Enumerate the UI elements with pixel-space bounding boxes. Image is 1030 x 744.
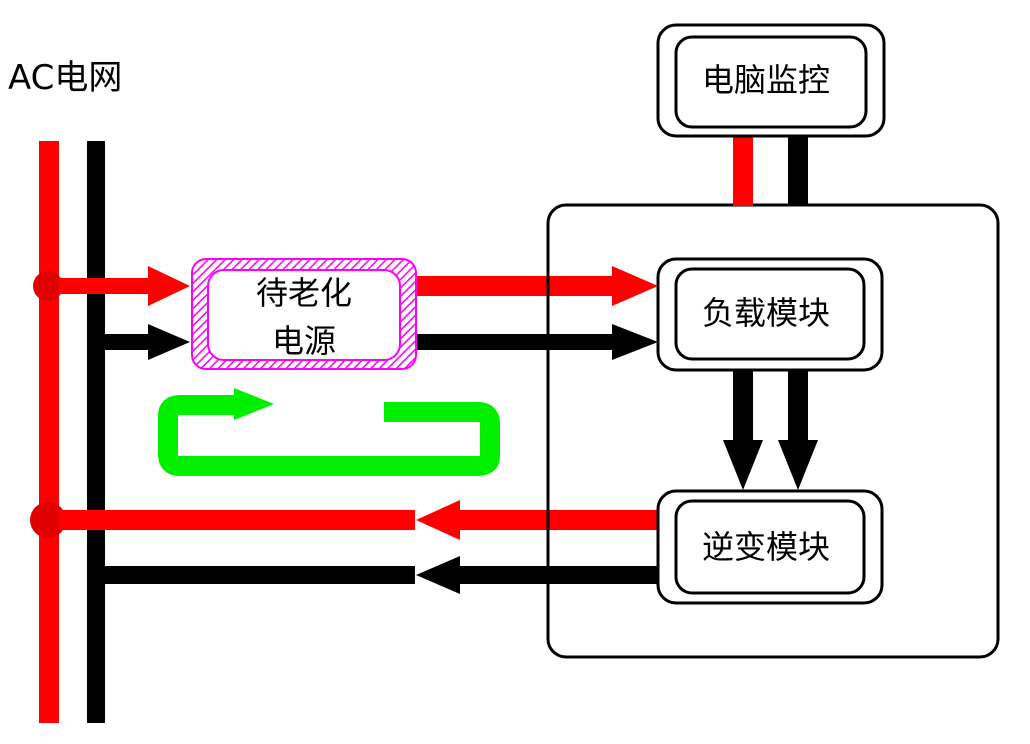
load-module-label: 负载模块 xyxy=(702,294,830,332)
grid-neutral-bus xyxy=(87,141,105,723)
load-module-block: 负载模块 xyxy=(656,257,884,372)
psu-label-line2: 电源 xyxy=(272,322,336,360)
psu-label-line1: 待老化 xyxy=(256,274,352,312)
monitor-link-live xyxy=(733,136,753,206)
grid-live-bus xyxy=(39,141,59,723)
psu-to-load-live-arrow xyxy=(416,266,658,306)
inverter-to-grid-neutral-arrow xyxy=(416,556,658,594)
energy-loop-path xyxy=(158,395,500,476)
psu-under-test-block: 待老化 电源 xyxy=(191,258,417,370)
grid-to-psu-neutral-arrow xyxy=(105,324,190,360)
inverter-to-grid-live-arrow xyxy=(416,500,658,540)
load-to-inverter-arrow-2 xyxy=(778,370,818,490)
psu-to-load-neutral-arrow xyxy=(416,324,658,360)
energy-loop-arrowhead xyxy=(234,388,274,420)
monitor-label: 电脑监控 xyxy=(702,61,830,99)
load-to-inverter-arrow-1 xyxy=(723,370,763,490)
grid-junction-top xyxy=(33,271,63,301)
monitor-link-neutral xyxy=(788,136,808,206)
return-live-bar xyxy=(59,510,415,530)
inverter-module-block: 逆变模块 xyxy=(656,489,884,605)
inverter-module-label: 逆变模块 xyxy=(702,528,830,566)
grid-junction-bottom xyxy=(30,502,66,538)
monitor-block: 电脑监控 xyxy=(656,23,886,138)
grid-to-psu-live-arrow xyxy=(59,266,190,306)
aging-test-system-box xyxy=(546,203,1000,659)
ac-grid-label: AC电网 xyxy=(8,58,122,98)
return-neutral-bar xyxy=(105,566,415,584)
